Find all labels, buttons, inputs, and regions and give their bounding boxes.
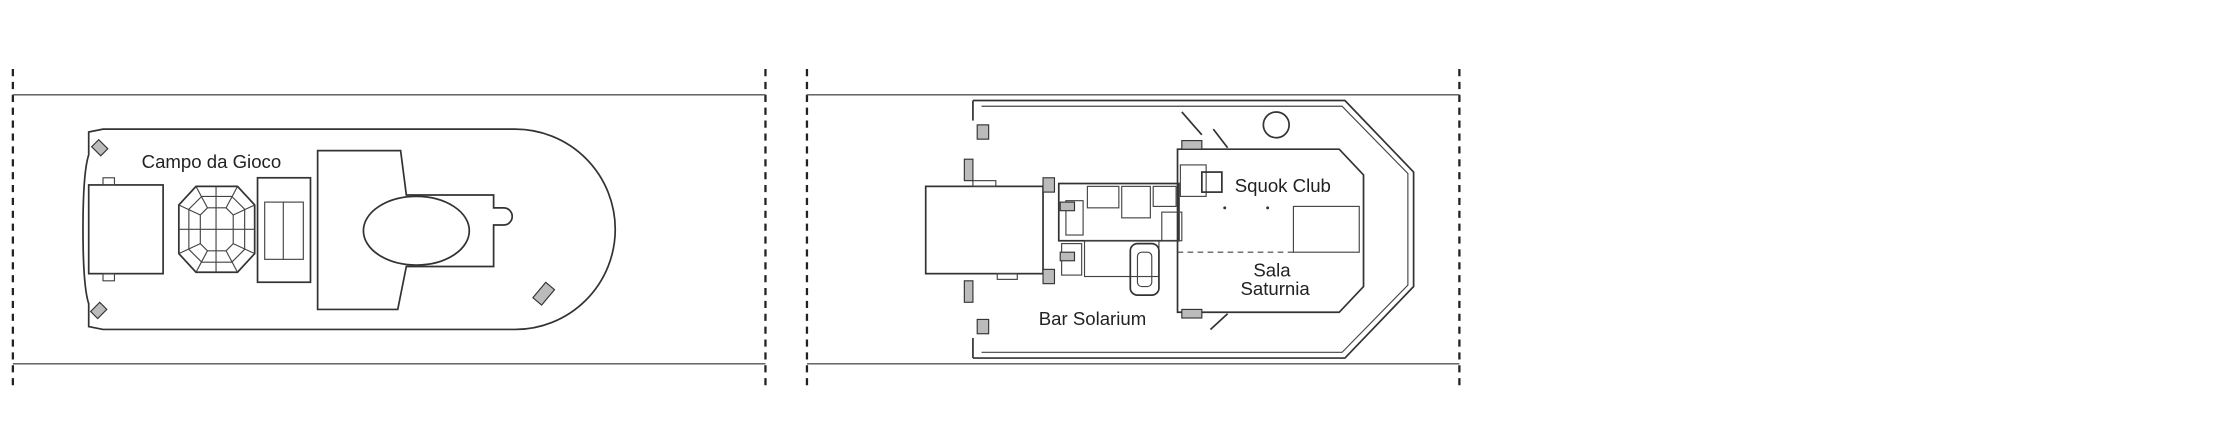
mast-circle [1262, 111, 1290, 139]
label-bar-solarium: Bar Solarium [1039, 308, 1146, 329]
deck-fitting [102, 273, 116, 282]
stern-block [924, 185, 1044, 275]
label-campo-da-gioco: Campo da Gioco [142, 151, 282, 172]
deck-fitting [102, 177, 116, 186]
gangway-mark [1212, 128, 1229, 149]
column-dot [1223, 206, 1227, 210]
left-deck-hull [82, 128, 617, 331]
left-stairs [89, 138, 556, 320]
column-dot [1266, 206, 1270, 210]
right-stairs [963, 124, 1203, 335]
gangway-mark [1209, 313, 1229, 331]
left-deck-plan: Campo da Gioco [11, 69, 767, 390]
sports-court [177, 185, 256, 274]
service-core [1057, 164, 1223, 296]
label-sala-saturnia-line1: Sala [1253, 260, 1291, 281]
funnel-structure [316, 149, 514, 311]
superstructure [1176, 148, 1365, 314]
label-squok-club: Squok Club [1235, 175, 1331, 196]
right-deck-hull [972, 99, 1415, 359]
label-sala-saturnia-line2: Saturnia [1240, 278, 1310, 299]
sun-deck-block [87, 184, 164, 275]
gangway-mark [1181, 111, 1203, 136]
stage-area [1292, 205, 1360, 253]
right-deck-plan: Squok Club Sala Saturnia Bar Solarium [805, 69, 1461, 390]
play-field [256, 176, 312, 284]
